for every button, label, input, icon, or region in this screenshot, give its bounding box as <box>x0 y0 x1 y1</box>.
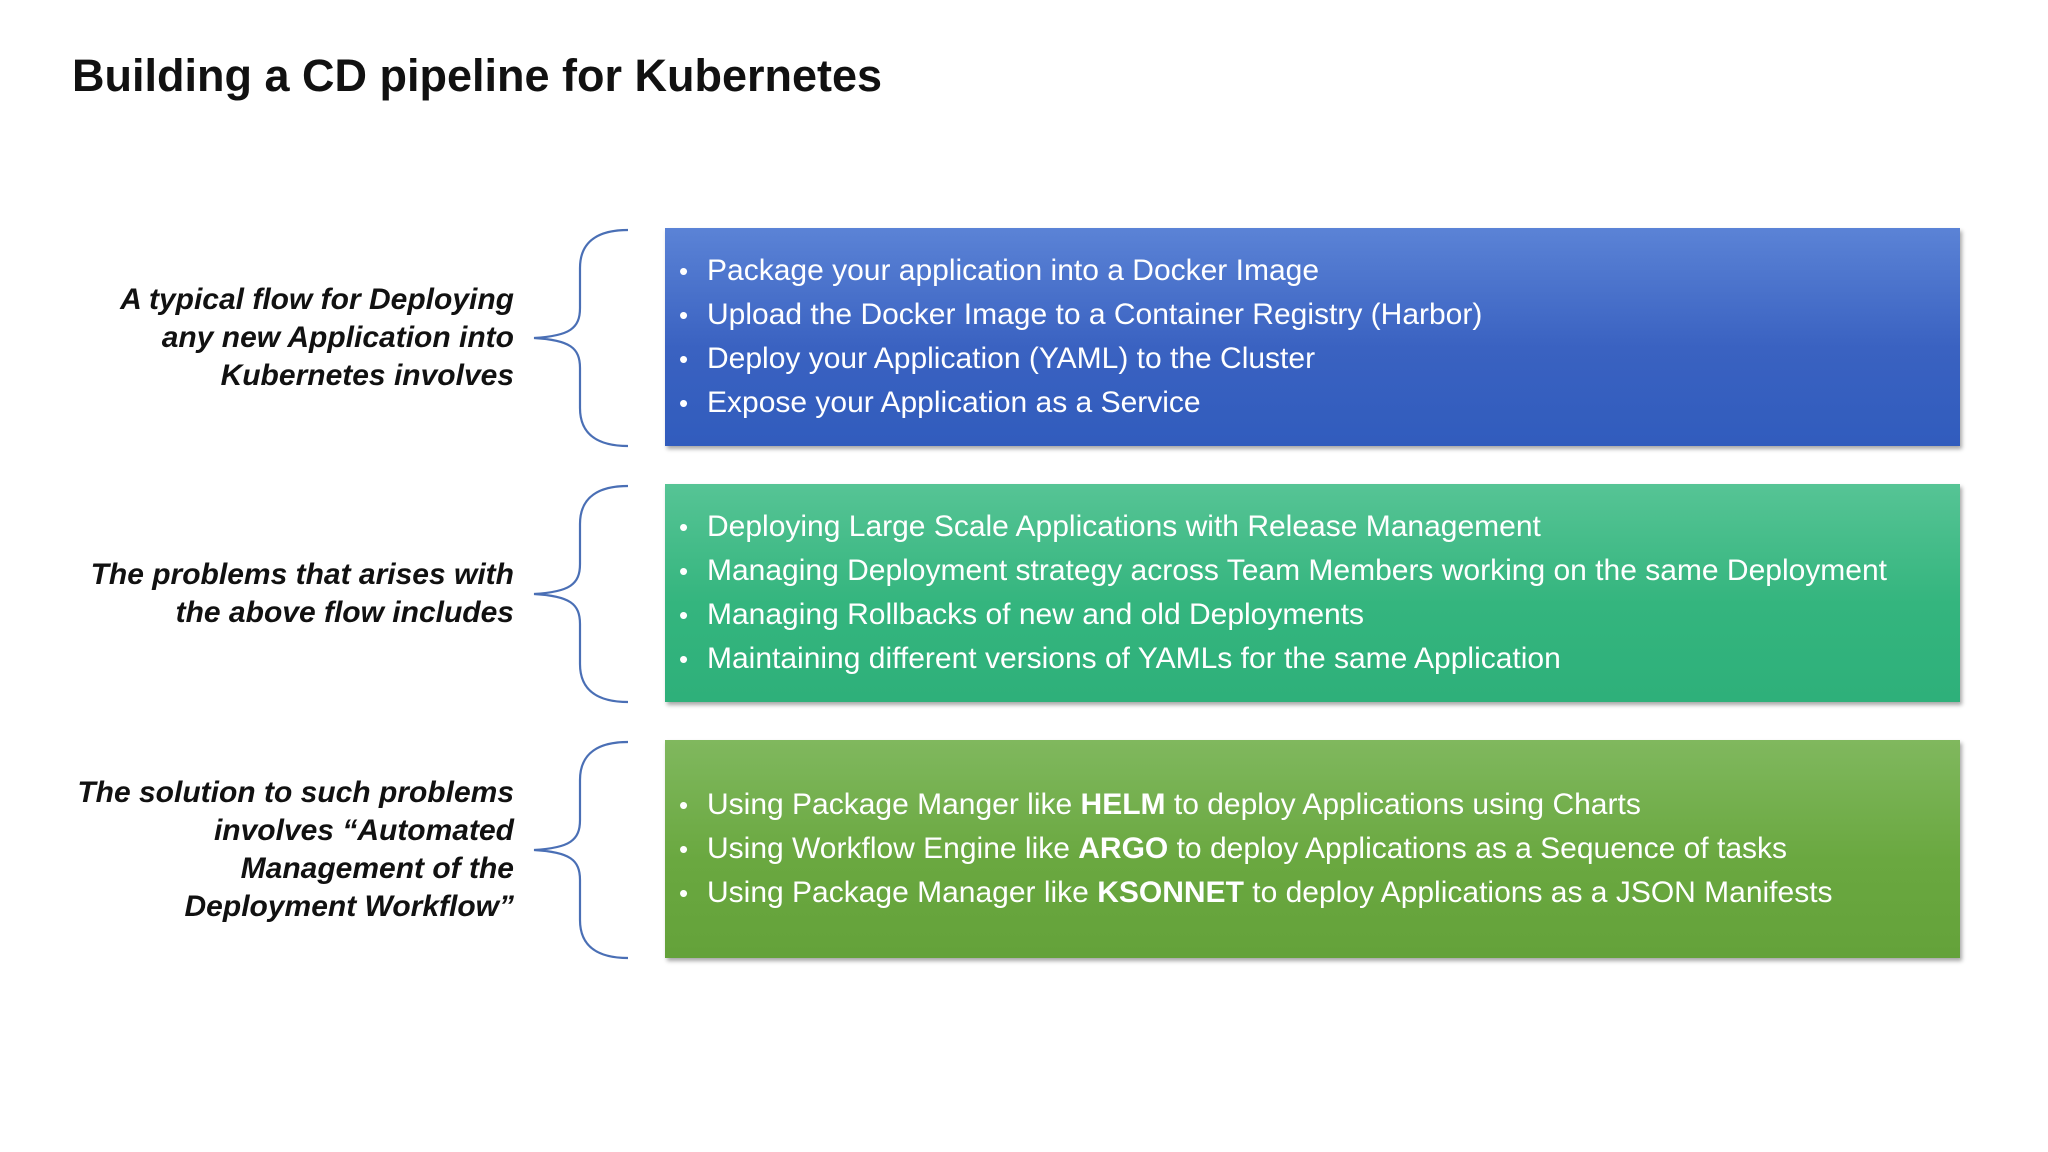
section-label: A typical flow for Deploying any new App… <box>54 228 514 448</box>
list-item: • Managing Deployment strategy across Tea… <box>679 549 1960 593</box>
item-text: Deploying Large Scale Applications with … <box>707 510 1541 543</box>
bullet-icon: • <box>679 600 689 630</box>
section-solution: The solution to such problems involves “… <box>0 740 2048 960</box>
item-text: to deploy Applications as a Sequence of … <box>1168 832 1788 865</box>
section-problems: The problems that arises with the above … <box>0 484 2048 704</box>
item-text: to deploy Applications as a JSON Manifes… <box>1243 876 1833 909</box>
tool-name-helm: HELM <box>1080 788 1166 821</box>
bullet-icon: • <box>679 256 689 286</box>
item-text: Deploy your Application (YAML) to the Cl… <box>707 342 1316 375</box>
list-item: • Maintaining different versions of YAMLs… <box>679 637 1960 681</box>
label-line: Kubernetes involves <box>220 359 514 392</box>
list-item: • Expose your Application as a Service <box>679 381 1960 425</box>
label-line: Management of the <box>240 852 514 885</box>
list-item: • Using Package Manger like HELM to deplo… <box>679 783 1960 827</box>
bullet-icon: • <box>679 556 689 586</box>
bullet-list: • Package your application into a Docker … <box>679 249 1960 425</box>
section-label: The solution to such problems involves “… <box>54 740 514 960</box>
item-text: Expose your Application as a Service <box>707 386 1201 419</box>
curly-brace-icon <box>533 484 629 704</box>
bullet-icon: • <box>679 512 689 542</box>
label-line: any new Application into <box>161 321 514 354</box>
bullet-icon: • <box>679 790 689 820</box>
bullet-icon: • <box>679 300 689 330</box>
bullet-icon: • <box>679 388 689 418</box>
bullet-icon: • <box>679 878 689 908</box>
list-item: • Managing Rollbacks of new and old Deplo… <box>679 593 1960 637</box>
slide-title: Building a CD pipeline for Kubernetes <box>72 50 883 101</box>
curly-brace-icon <box>533 740 629 960</box>
item-text: Managing Deployment strategy across Team… <box>707 554 1887 587</box>
label-line: the above flow includes <box>175 596 514 629</box>
item-text: Maintaining different versions of YAMLs … <box>707 642 1561 675</box>
section-label: The problems that arises with the above … <box>54 484 514 704</box>
item-text: Package your application into a Docker I… <box>707 254 1320 287</box>
section-typical-flow: A typical flow for Deploying any new App… <box>0 228 2048 448</box>
item-text: Upload the Docker Image to a Container R… <box>707 298 1483 331</box>
label-line: Deployment Workflow” <box>184 890 514 923</box>
item-text: Using Package Manger like <box>707 788 1081 821</box>
list-item: • Upload the Docker Image to a Container … <box>679 293 1960 337</box>
list-item: • Using Workflow Engine like ARGO to depl… <box>679 827 1960 871</box>
label-line: A typical flow for Deploying <box>120 283 514 316</box>
bullet-icon: • <box>679 344 689 374</box>
list-item: • Deploying Large Scale Applications with… <box>679 505 1960 549</box>
item-text: Using Workflow Engine like <box>707 832 1079 865</box>
bullet-icon: • <box>679 644 689 674</box>
label-line: The solution to such problems <box>77 776 514 809</box>
typical-flow-box: • Package your application into a Docker … <box>665 228 1960 446</box>
label-line: The problems that arises with <box>90 558 514 591</box>
list-item: • Package your application into a Docker … <box>679 249 1960 293</box>
bullet-list: • Deploying Large Scale Applications with… <box>679 505 1960 681</box>
item-text: Using Package Manager like <box>707 876 1098 909</box>
tool-name-argo: ARGO <box>1078 832 1169 865</box>
tool-name-ksonnet: KSONNET <box>1097 876 1244 909</box>
label-line: involves “Automated <box>213 814 514 847</box>
bullet-list: • Using Package Manger like HELM to deplo… <box>679 783 1960 915</box>
curly-brace-icon <box>533 228 629 448</box>
problems-box: • Deploying Large Scale Applications with… <box>665 484 1960 702</box>
item-text: to deploy Applications using Charts <box>1165 788 1641 821</box>
solution-box: • Using Package Manger like HELM to deplo… <box>665 740 1960 958</box>
bullet-icon: • <box>679 834 689 864</box>
item-text: Managing Rollbacks of new and old Deploy… <box>707 598 1365 631</box>
list-item: • Deploy your Application (YAML) to the C… <box>679 337 1960 381</box>
list-item: • Using Package Manager like KSONNET to d… <box>679 871 1960 915</box>
